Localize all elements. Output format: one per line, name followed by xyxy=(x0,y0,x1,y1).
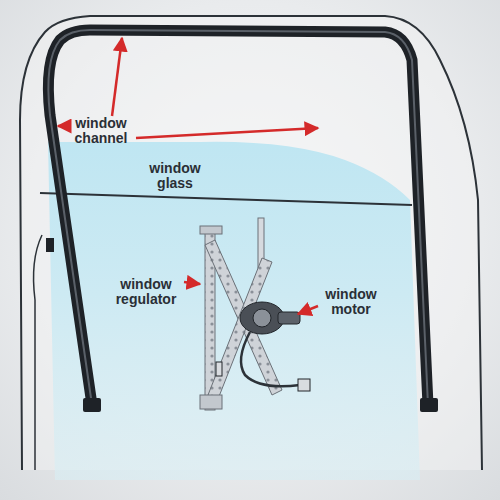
door-inner-line xyxy=(34,235,42,470)
window-glass xyxy=(48,142,420,480)
window-motor xyxy=(216,302,310,391)
part-label: window glass xyxy=(136,161,214,191)
channel-end xyxy=(83,398,101,412)
part-label: window motor xyxy=(312,287,390,317)
window-channel xyxy=(48,30,428,405)
door-clip xyxy=(46,238,54,252)
channel-end xyxy=(420,398,438,412)
part-label: window channel xyxy=(62,116,140,146)
part-label: window regulator xyxy=(107,277,185,307)
leader-arrows xyxy=(58,38,318,314)
window-channel-inner xyxy=(48,30,428,405)
beltline xyxy=(40,193,412,205)
